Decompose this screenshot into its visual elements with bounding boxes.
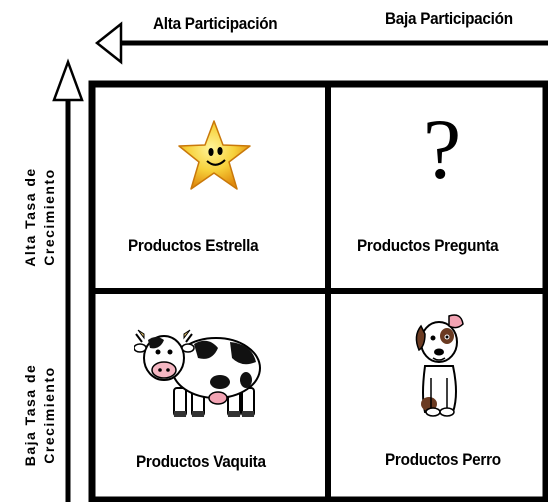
side-label-baja-line1: Baja Tasa de <box>22 363 38 467</box>
quadrant-estrella: Productos Estrella <box>96 88 325 288</box>
star-icon <box>178 120 251 190</box>
label-productos-estrella: Productos Estrella <box>128 236 259 255</box>
label-productos-perro: Productos Perro <box>385 450 501 469</box>
side-label-alta-line1: Alta Tasa de <box>22 167 38 267</box>
cow-icon <box>134 329 261 417</box>
side-label-alta-line2: Crecimiento <box>41 168 57 266</box>
quadrant-vaquita: Productos Vaquita <box>96 294 325 498</box>
quadrant-pregunta: ? Productos Pregunta <box>331 88 544 288</box>
quadrant-perro: Productos Perro <box>331 294 544 498</box>
up-arrowhead <box>52 58 84 102</box>
label-productos-pregunta: Productos Pregunta <box>357 236 499 255</box>
question-mark-icon: ? <box>423 101 462 197</box>
dog-icon <box>415 314 464 417</box>
left-arrowhead <box>94 21 123 65</box>
side-label-baja-line2: Crecimiento <box>41 366 57 464</box>
header-baja-participacion: Baja Participación <box>385 9 513 28</box>
label-productos-vaquita: Productos Vaquita <box>136 452 266 471</box>
header-alta-participacion: Alta Participación <box>153 14 278 33</box>
